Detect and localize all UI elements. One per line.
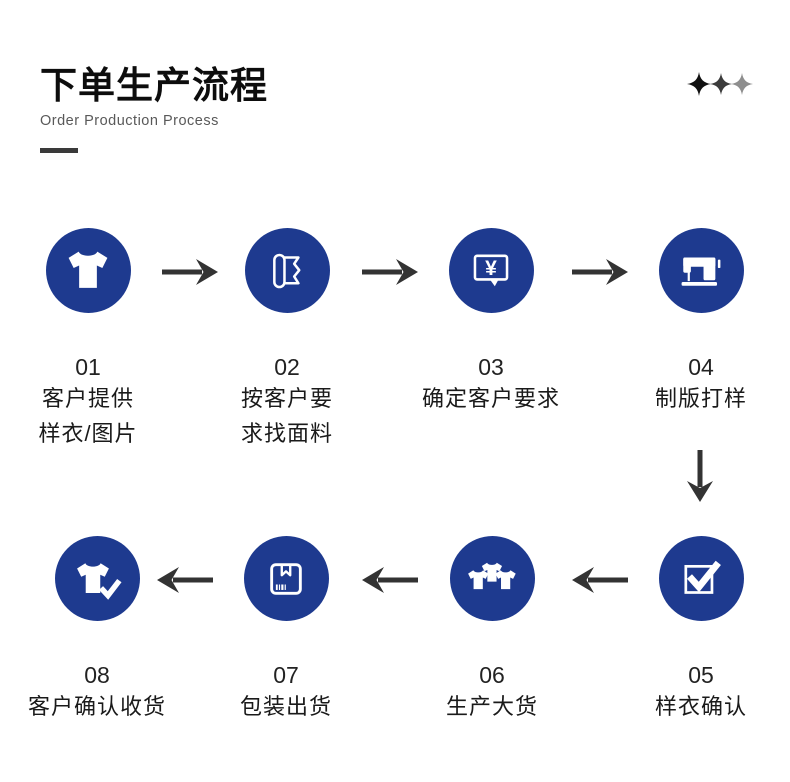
arrow-right-icon — [572, 259, 628, 285]
sparkle-decoration — [687, 72, 753, 96]
arrow-left-icon — [362, 567, 418, 593]
price-chat-icon: ¥ — [473, 254, 509, 286]
arrow-left-icon — [157, 567, 213, 593]
step-number: 01 — [75, 354, 101, 380]
step-08-customer-receipt: 08 客户确认收货 — [0, 536, 197, 724]
step-04-pattern-sample: 04 制版打样 — [601, 228, 790, 416]
step-circle — [658, 228, 744, 313]
arrow-right-icon — [162, 259, 218, 285]
checkbox-check-icon — [684, 560, 721, 594]
step-label: 客户提供 — [41, 386, 134, 411]
step-number: 05 — [688, 662, 714, 688]
yen-symbol: ¥ — [485, 256, 497, 279]
step-circle: ¥ — [448, 228, 534, 313]
title-underline-dash — [40, 148, 78, 154]
sewing-machine-icon — [681, 257, 721, 286]
step-number: 08 — [84, 662, 110, 688]
step-number: 03 — [478, 354, 504, 380]
step-circle — [244, 228, 330, 313]
step-label: 样衣确认 — [654, 694, 747, 719]
step-circle — [449, 536, 535, 621]
sparkle-icon — [687, 72, 711, 96]
step-01-customer-sample: 01 客户提供 样衣/图片 — [0, 228, 188, 451]
step-circle — [45, 228, 131, 313]
step-number: 06 — [479, 662, 505, 688]
step-circle — [54, 536, 140, 621]
step-label: 按客户要 — [240, 386, 333, 411]
step-07-packing-shipping: 07 包装出货 — [186, 536, 386, 724]
arrow-right-icon — [362, 259, 418, 285]
page-subtitle: Order Production Process — [40, 113, 219, 130]
arrow-left-icon — [572, 567, 628, 593]
step-02-find-fabric: 02 按客户要 求找面料 — [187, 228, 387, 451]
step-circle — [658, 536, 744, 621]
shirts-batch-icon — [468, 562, 516, 589]
step-label: 求找面料 — [240, 421, 333, 446]
step-label: 客户确认收货 — [27, 694, 166, 719]
shirt-check-icon — [77, 562, 122, 600]
step-number: 02 — [274, 354, 300, 380]
step-05-sample-confirmation: 05 样衣确认 — [601, 536, 790, 724]
fabric-roll-icon — [273, 253, 301, 288]
package-box-icon — [270, 562, 302, 595]
tshirt-icon — [68, 251, 108, 288]
sparkle-icon — [731, 73, 753, 95]
step-label: 确定客户要求 — [421, 386, 560, 411]
step-number: 04 — [688, 354, 714, 380]
step-label: 样衣/图片 — [38, 421, 138, 446]
page-title: 下单生产流程 — [40, 65, 268, 106]
step-06-bulk-production: 06 生产大货 — [392, 536, 592, 724]
header: 下单生产流程 Order Production Process — [40, 64, 268, 154]
step-label: 包装出货 — [239, 694, 332, 719]
sparkle-icon — [710, 73, 732, 95]
step-label: 生产大货 — [445, 694, 538, 719]
step-03-confirm-requirements: ¥ 03 确定客户要求 — [391, 228, 591, 416]
arrow-down-icon — [687, 450, 713, 502]
step-label: 制版打样 — [654, 386, 747, 411]
step-number: 07 — [273, 662, 299, 688]
step-circle — [243, 536, 329, 621]
